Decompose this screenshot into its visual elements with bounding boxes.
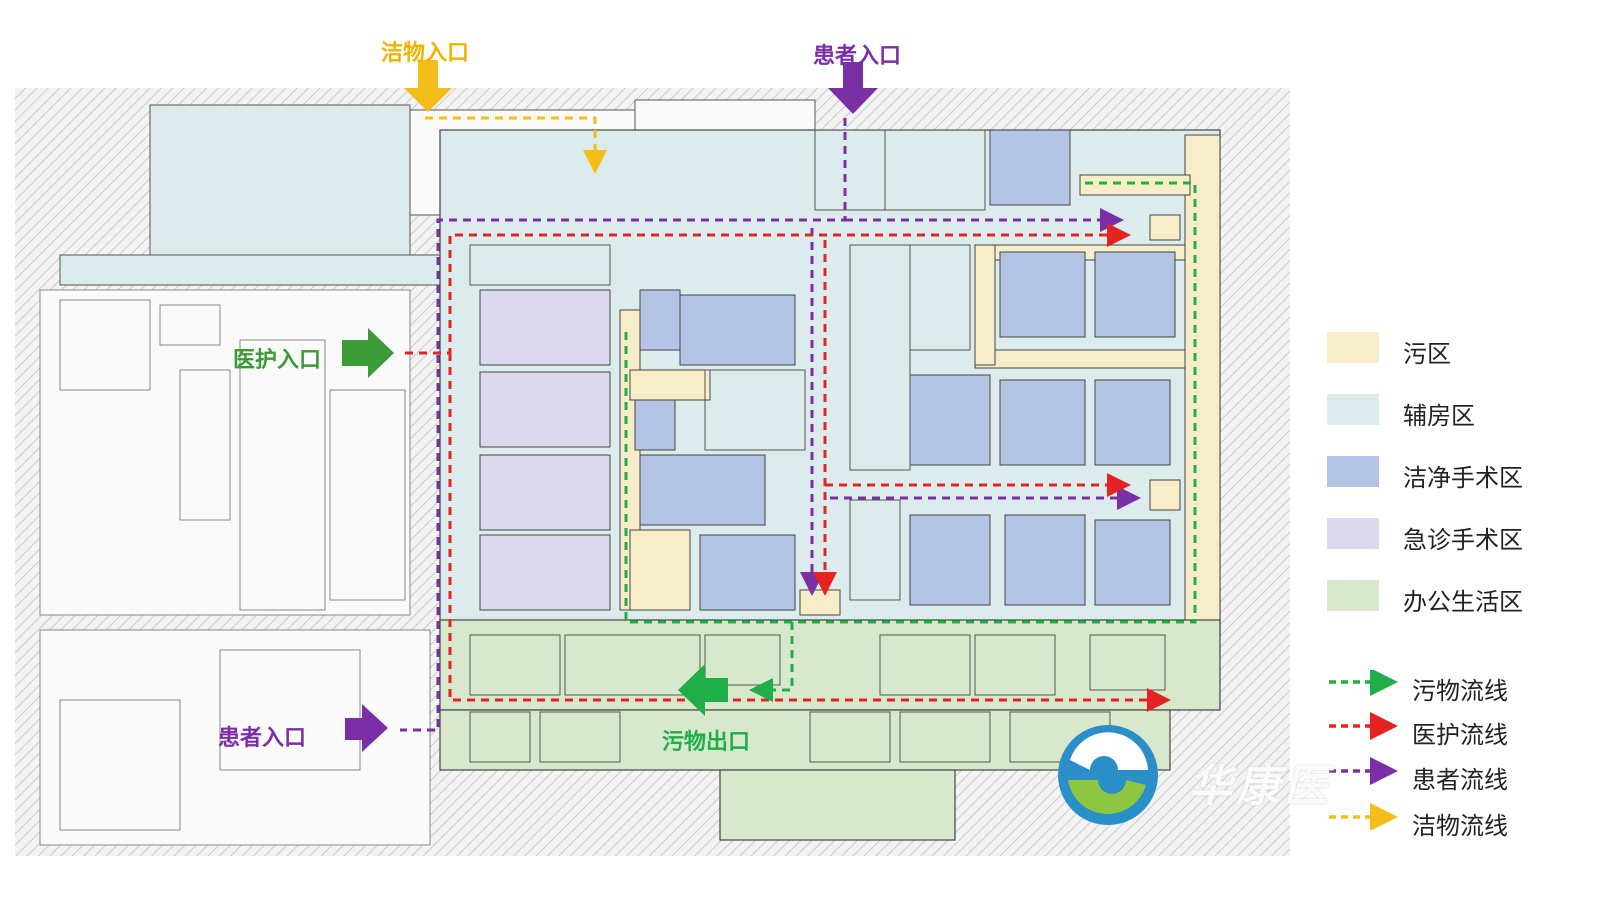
legend-flow-lines	[1329, 670, 1398, 830]
clean-supply-flow-line	[425, 116, 607, 174]
company-logo-text: 华康医	[1188, 761, 1332, 812]
staff-flow-line-bottom	[448, 353, 1171, 712]
staff-entry-label: 医护入口	[233, 348, 322, 373]
patient-flow-line-top	[400, 118, 847, 732]
waste-exit-arrow	[678, 664, 728, 716]
legend-label-waste-flow: 污物流线	[1412, 677, 1508, 705]
waste-exit-label: 污物出口	[662, 730, 751, 755]
office-zone-band	[439, 619, 1221, 711]
auxiliary-corridor-left	[59, 254, 441, 286]
patient-entry-arrow-bottom	[345, 704, 388, 752]
legend-swatch-emergency-surgery-zone	[1327, 518, 1379, 549]
clean-supply-entry-label: 洁物入口	[381, 41, 470, 66]
patient-entry-top-label: 患者入口	[813, 44, 902, 69]
legend-label-patient-flow: 患者流线	[1412, 766, 1508, 794]
legend-swatch-auxiliary-zone	[1327, 394, 1379, 425]
patient-entry-bottom-label: 患者入口	[218, 726, 307, 751]
emergency-surgery-rooms	[479, 289, 611, 611]
auxiliary-room-outlines	[469, 129, 986, 601]
office-room-outlines	[469, 634, 1166, 763]
legend-label-clean-supply-flow: 洁物流线	[1412, 812, 1508, 840]
auxiliary-zone-top-left	[149, 104, 411, 256]
staff-flow-line-loop	[405, 223, 1131, 355]
office-zone-bottom	[719, 769, 956, 841]
company-logo	[1058, 725, 1158, 825]
legend-label-clean-surgery-zone: 洁净手术区	[1403, 464, 1523, 492]
legend-label-auxiliary-zone: 辅房区	[1403, 402, 1475, 430]
staff-entry-arrow	[342, 328, 394, 378]
waste-flow-line	[624, 181, 1197, 624]
office-zone-lower	[439, 709, 1171, 771]
clean-supply-entry-arrow	[404, 60, 452, 112]
legend-label-emergency-surgery-zone: 急诊手术区	[1403, 526, 1523, 554]
legend-label-dirty-zone: 污区	[1403, 340, 1451, 368]
legend-label-office-zone: 办公生活区	[1403, 588, 1523, 616]
patient-entry-arrow-top	[828, 62, 878, 114]
legend-label-staff-flow: 医护流线	[1412, 721, 1508, 749]
legend-swatch-office-zone	[1327, 580, 1379, 611]
legend-swatch-dirty-zone	[1327, 332, 1379, 363]
legend-swatch-clean-surgery-zone	[1327, 456, 1379, 487]
clean-surgery-rooms	[634, 129, 1176, 611]
